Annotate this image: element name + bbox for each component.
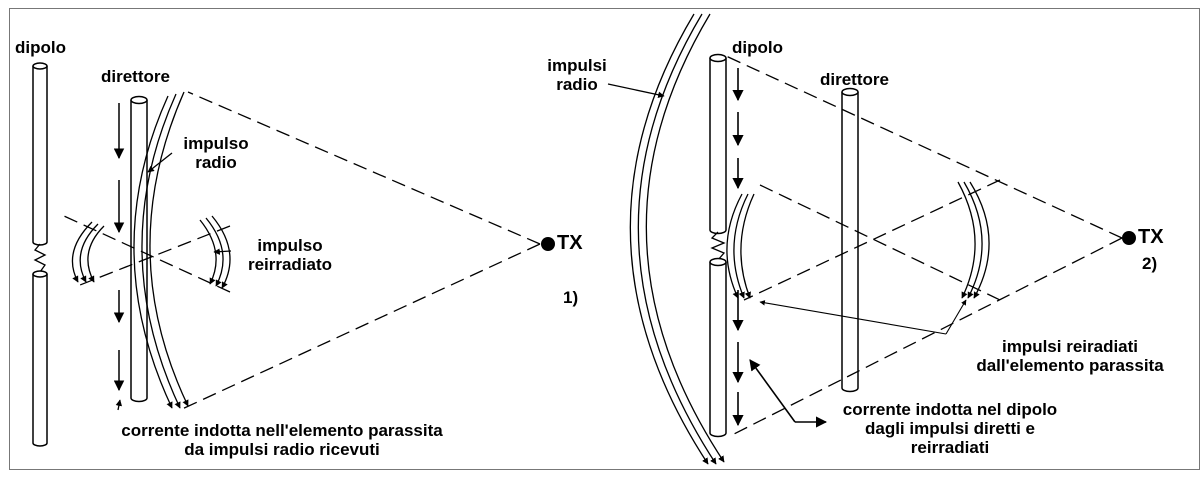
- right-induced-leader-1: [749, 359, 796, 423]
- right-radio-pulse-wavefronts: [629, 13, 725, 465]
- left-dashed-rays: [63, 91, 541, 411]
- left-director-label: direttore: [101, 67, 170, 86]
- right-director-label: direttore: [820, 70, 889, 89]
- right-dashed-rays: [725, 55, 1123, 437]
- left-pulse-label: impulso radio: [172, 134, 260, 172]
- right-reradiated-leader-2: [945, 299, 967, 335]
- left-tx-dot: [541, 237, 555, 251]
- right-reradiated-label: impulsi reiradiati dall'elemento parassi…: [950, 337, 1190, 375]
- frame-border: [9, 8, 1200, 470]
- right-pulses-leader: [607, 83, 665, 98]
- left-dipole-label: dipolo: [15, 38, 66, 57]
- right-director: [841, 87, 859, 393]
- left-reradiated-leader: [213, 248, 232, 255]
- left-reradiated-label: impulso reirradiato: [236, 236, 344, 274]
- right-induced-label-line1: corrente indotta nel dipolo: [842, 400, 1058, 419]
- right-pulses-label-line1: impulsi: [547, 56, 607, 75]
- left-tx-label: TX: [557, 232, 583, 254]
- left-radio-pulse-wavefronts: [133, 91, 189, 409]
- right-induced-label-line2: dagli impulsi diretti e: [864, 419, 1036, 438]
- right-induced-label: corrente indotta nel dipolo dagli impuls…: [814, 400, 1086, 457]
- right-tx-dot: [1122, 231, 1136, 245]
- left-pulse-label-line1: impulso: [183, 134, 249, 153]
- right-dipole: [709, 53, 727, 438]
- left-pulse-label-line2: radio: [195, 153, 237, 172]
- feed-point-spring: [33, 243, 47, 273]
- left-dipole: [32, 62, 48, 447]
- left-case-number: 1): [563, 288, 579, 307]
- right-pulses-label-line2: radio: [556, 75, 598, 94]
- right-pulses-label: impulsi radio: [540, 56, 614, 94]
- right-reradiated-label-line1: impulsi reiradiati: [1001, 337, 1139, 356]
- left-induced-label-line2: da impulsi radio ricevuti: [184, 440, 380, 459]
- right-reradiated-arcs: [726, 181, 990, 299]
- left-induced-leader: [115, 399, 123, 411]
- left-director: [130, 95, 148, 403]
- left-reradiated-label-line1: impulso: [257, 236, 323, 255]
- right-tx-label: TX: [1138, 226, 1164, 248]
- right-reradiated-label-line2: dall'elemento parassita: [976, 356, 1164, 375]
- left-reradiated-label-line2: reirradiato: [247, 255, 333, 274]
- right-dipole-label: dipolo: [732, 38, 783, 57]
- right-reradiated-leader-1: [759, 300, 947, 335]
- left-induced-label: corrente indotta nell'elemento parassita…: [118, 421, 446, 459]
- right-feed-spring: [710, 231, 726, 261]
- right-case-number: 2): [1142, 254, 1158, 273]
- left-pulse-leader: [147, 152, 173, 173]
- left-induced-label-line1: corrente indotta nell'elemento parassita: [121, 421, 443, 440]
- right-induced-label-line3: reirradiati: [910, 438, 990, 457]
